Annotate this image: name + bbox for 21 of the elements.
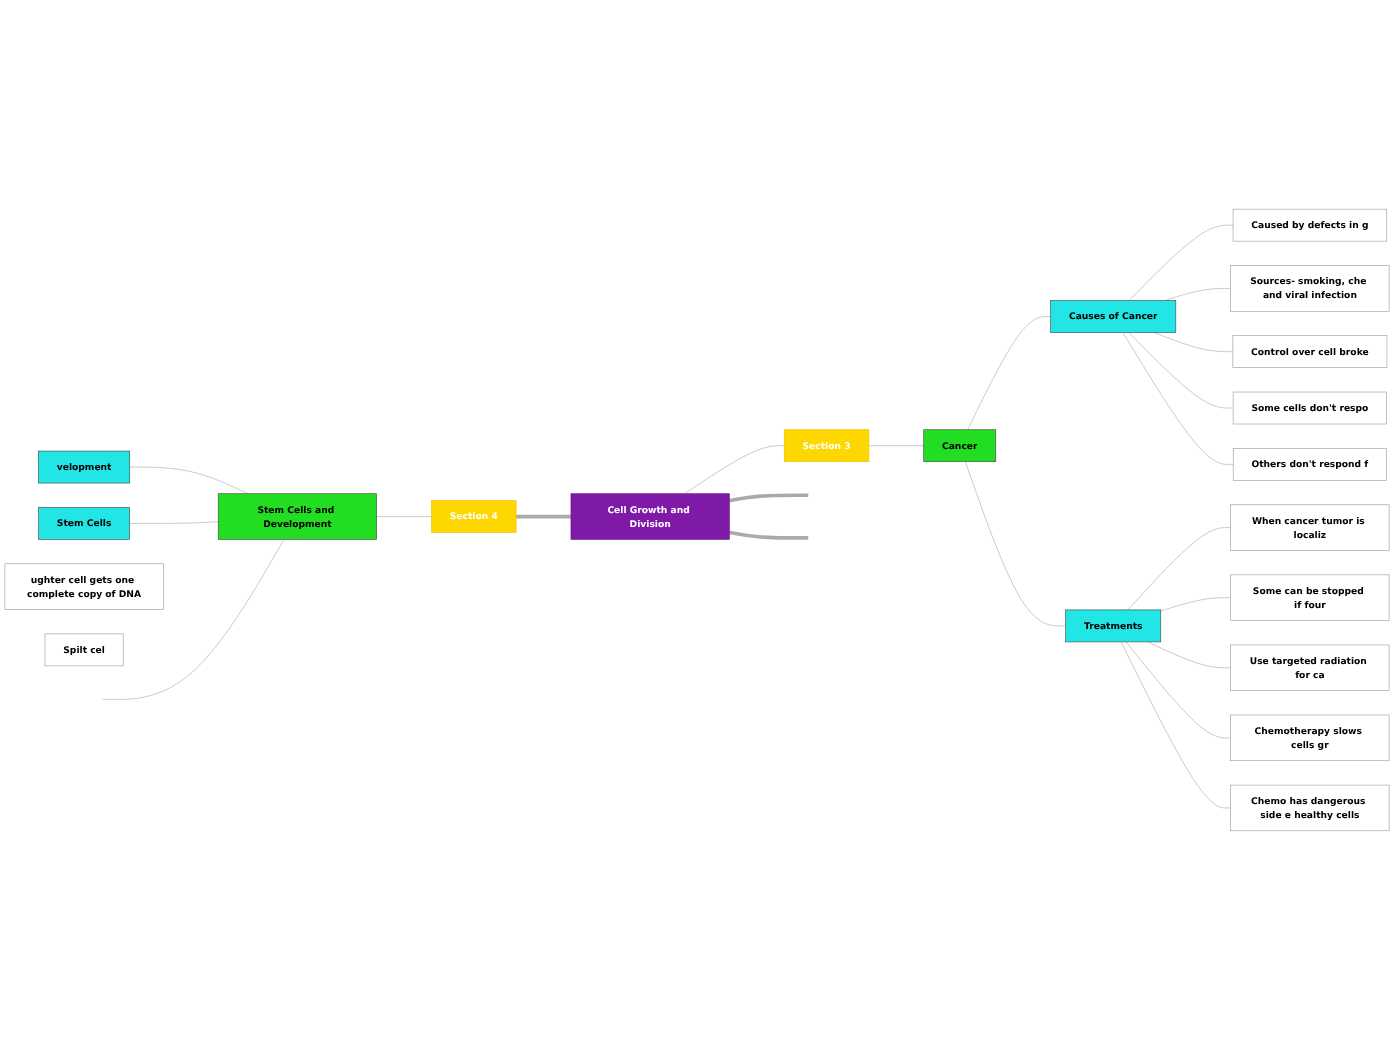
connector <box>1147 641 1231 669</box>
connector <box>1128 332 1234 409</box>
connector <box>729 530 809 540</box>
connector <box>1128 224 1234 301</box>
connector <box>1164 288 1231 301</box>
connector <box>1120 641 1231 809</box>
connector <box>129 466 249 495</box>
connector <box>684 445 785 495</box>
connector <box>516 514 571 519</box>
connector <box>129 521 219 524</box>
connector <box>1160 597 1231 612</box>
connector <box>1154 332 1234 352</box>
connector <box>965 461 1066 627</box>
connector <box>1122 332 1234 465</box>
connector <box>729 493 809 503</box>
connector <box>1125 641 1231 739</box>
connector <box>1127 527 1231 611</box>
connector <box>868 445 924 447</box>
connector <box>967 316 1051 431</box>
connector <box>376 516 432 517</box>
connector <box>102 539 285 700</box>
